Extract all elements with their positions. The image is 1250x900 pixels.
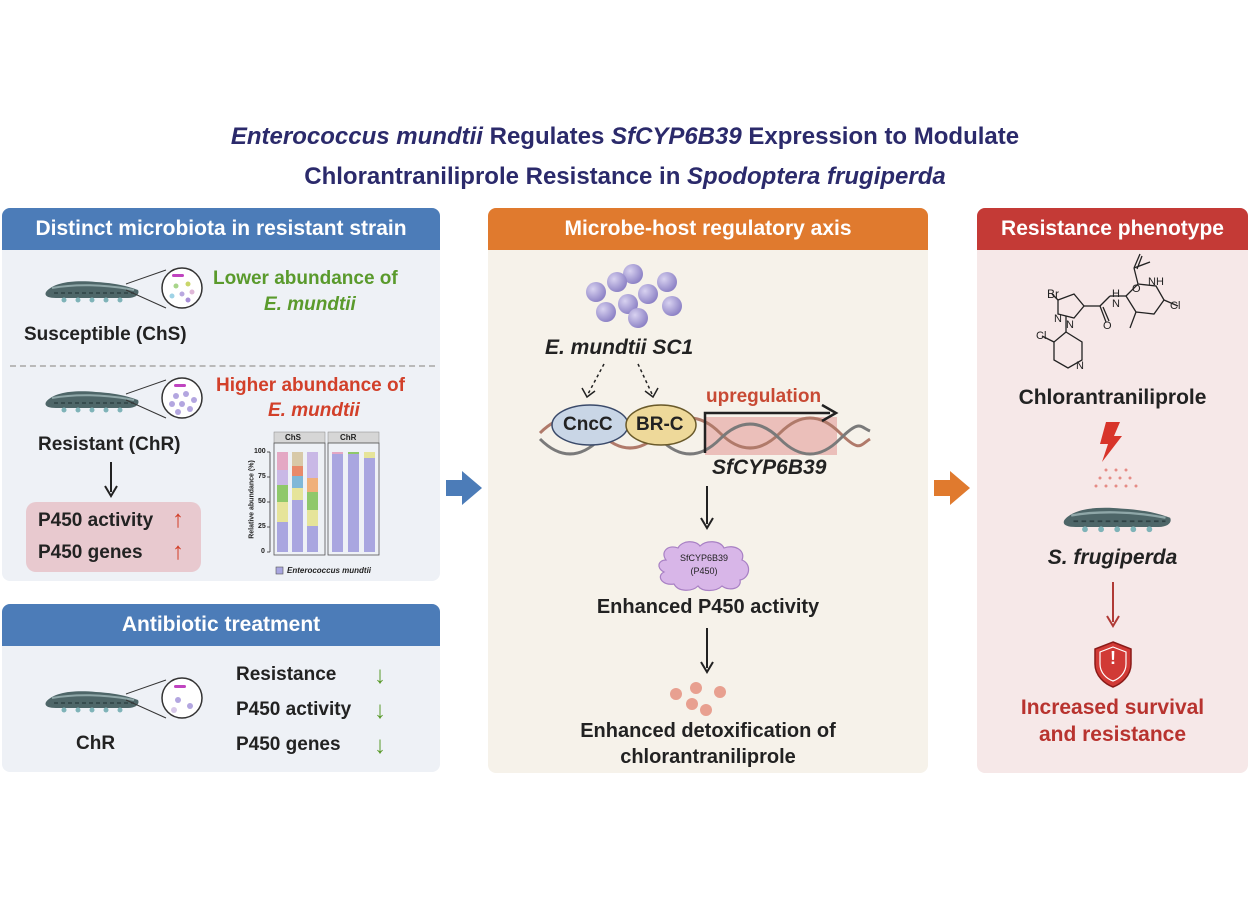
- p450-genes-down-icon: ↓: [374, 732, 386, 759]
- inset-legend-label: Enterococcus mundtii: [287, 566, 372, 575]
- title-text-3: Chlorantraniliprole Resistance in: [304, 163, 688, 190]
- resistance-phenotype-header: Resistance phenotype: [977, 208, 1248, 250]
- chlorantraniliprole-structure-icon: [1041, 253, 1179, 369]
- panel-divider: [10, 365, 435, 367]
- higher-abundance-text: Higher abundance of: [216, 375, 405, 396]
- p450-genes-up-icon: ↑: [172, 538, 184, 565]
- species-label: S. frugiperda: [1047, 546, 1178, 569]
- title-species-2: Spodoptera frugiperda: [687, 163, 946, 190]
- chem-n1: N: [1054, 313, 1062, 325]
- susceptible-caterpillar-icon: [44, 267, 203, 309]
- title-text-1: Regulates: [482, 123, 611, 150]
- chem-n2: N: [1066, 319, 1074, 331]
- chem-cl-2: Cl: [1036, 330, 1047, 342]
- inset-group-chr: ChR: [340, 433, 357, 442]
- p450-genes-label: P450 genes: [38, 542, 143, 563]
- gene-label: SfCYP6B39: [712, 456, 827, 479]
- bacteria-cluster-icon: [586, 264, 682, 328]
- chem-n-pyridine: N: [1076, 360, 1084, 372]
- chem-o2: O: [1132, 283, 1141, 295]
- brc-label: BR-C: [636, 414, 684, 435]
- p450-activity-label: P450 activity: [38, 510, 154, 531]
- chem-br: Br: [1047, 287, 1059, 301]
- blue-flow-arrow-icon: [446, 471, 482, 505]
- inset-ytick-100: 100: [254, 448, 266, 455]
- result-label-2: and resistance: [1038, 723, 1187, 746]
- inset-ytick-50: 50: [258, 498, 266, 505]
- resistance-down-icon: ↓: [374, 662, 386, 689]
- title-species-1: Enterococcus mundtii: [230, 123, 483, 150]
- down-arrow-icon: [104, 462, 118, 498]
- lower-abundance-text: Lower abundance of: [213, 268, 398, 289]
- inset-ytick-25: 25: [258, 523, 266, 530]
- insecticide-spray-icon: [1094, 422, 1138, 488]
- title-line-1: Enterococcus mundtii Regulates SfCYP6B39…: [0, 118, 1250, 156]
- inset-ytick-75: 75: [258, 473, 266, 480]
- p450-protein-icon: [658, 541, 750, 592]
- metabolite-dots-icon: [670, 682, 726, 716]
- chem-o1: O: [1103, 320, 1112, 332]
- susceptible-label: Susceptible (ChS): [24, 324, 187, 345]
- dna-gene-diagram: [538, 403, 871, 456]
- p450-to-detox-arrow-icon: [700, 628, 714, 674]
- chem-nh: NH: [1148, 276, 1164, 288]
- p450-activity-down-icon: ↓: [374, 697, 386, 724]
- chem-h: H: [1112, 288, 1120, 300]
- enhanced-p450-label: Enhanced P450 activity: [596, 596, 820, 618]
- inset-ytick-0: 0: [261, 548, 265, 555]
- shield-icon: [1094, 641, 1132, 688]
- p450-increase-box: [26, 502, 201, 572]
- protein-label-2: (P450): [690, 566, 718, 576]
- higher-abundance-species: E. mundtii: [268, 400, 360, 421]
- inset-ylabel: Relative abundance (%): [248, 460, 256, 539]
- antibiotic-item-resistance: Resistance: [236, 664, 337, 685]
- detox-label-2: chlorantraniliprole: [620, 746, 796, 768]
- title-text-2: Expression to Modulate: [741, 123, 1020, 150]
- compound-label: Chlorantraniliprole: [1018, 386, 1207, 409]
- resistant-caterpillar-icon: [44, 377, 203, 419]
- orange-flow-arrow-icon: [934, 471, 970, 505]
- inset-group-chs: ChS: [285, 433, 301, 442]
- microbiota-panel-header: Distinct microbiota in resistant strain: [2, 208, 440, 250]
- antibiotic-caterpillar-icon: [44, 677, 203, 719]
- bacteria-label: E. mundtii SC1: [545, 336, 694, 359]
- gene-to-protein-arrow-icon: [700, 486, 714, 530]
- upregulation-label: upregulation: [706, 386, 822, 407]
- antibiotic-panel-header: Antibiotic treatment: [2, 604, 440, 646]
- dashed-regulation-arrows: [581, 363, 659, 399]
- chem-cl-1: Cl: [1170, 300, 1181, 312]
- lower-abundance-species: E. mundtii: [264, 294, 356, 315]
- antibiotic-item-p450-genes: P450 genes: [236, 734, 341, 755]
- regulatory-axis-header: Microbe-host regulatory axis: [488, 208, 928, 250]
- species-to-outcome-arrow-icon: [1106, 582, 1120, 628]
- detox-label-1: Enhanced detoxification of: [580, 720, 836, 742]
- fall-armyworm-icon: [1062, 506, 1172, 534]
- chem-nh-amide: N: [1112, 298, 1120, 310]
- p450-activity-up-icon: ↑: [172, 506, 184, 533]
- antibiotic-panel: Antibiotic treatment: [2, 604, 440, 772]
- cncc-label: CncC: [563, 414, 613, 435]
- protein-label-1: SfCYP6B39: [679, 553, 729, 563]
- shield-exclamation: !: [1110, 648, 1116, 668]
- abundance-inset-chart: [267, 431, 380, 575]
- antibiotic-chr-label: ChR: [76, 733, 116, 754]
- result-label-1: Increased survival: [1020, 696, 1205, 719]
- antibiotic-item-p450-activity: P450 activity: [236, 699, 352, 720]
- resistant-label: Resistant (ChR): [38, 434, 181, 455]
- title-gene: SfCYP6B39: [610, 123, 742, 150]
- title-line-2: Chlorantraniliprole Resistance in Spodop…: [0, 158, 1250, 196]
